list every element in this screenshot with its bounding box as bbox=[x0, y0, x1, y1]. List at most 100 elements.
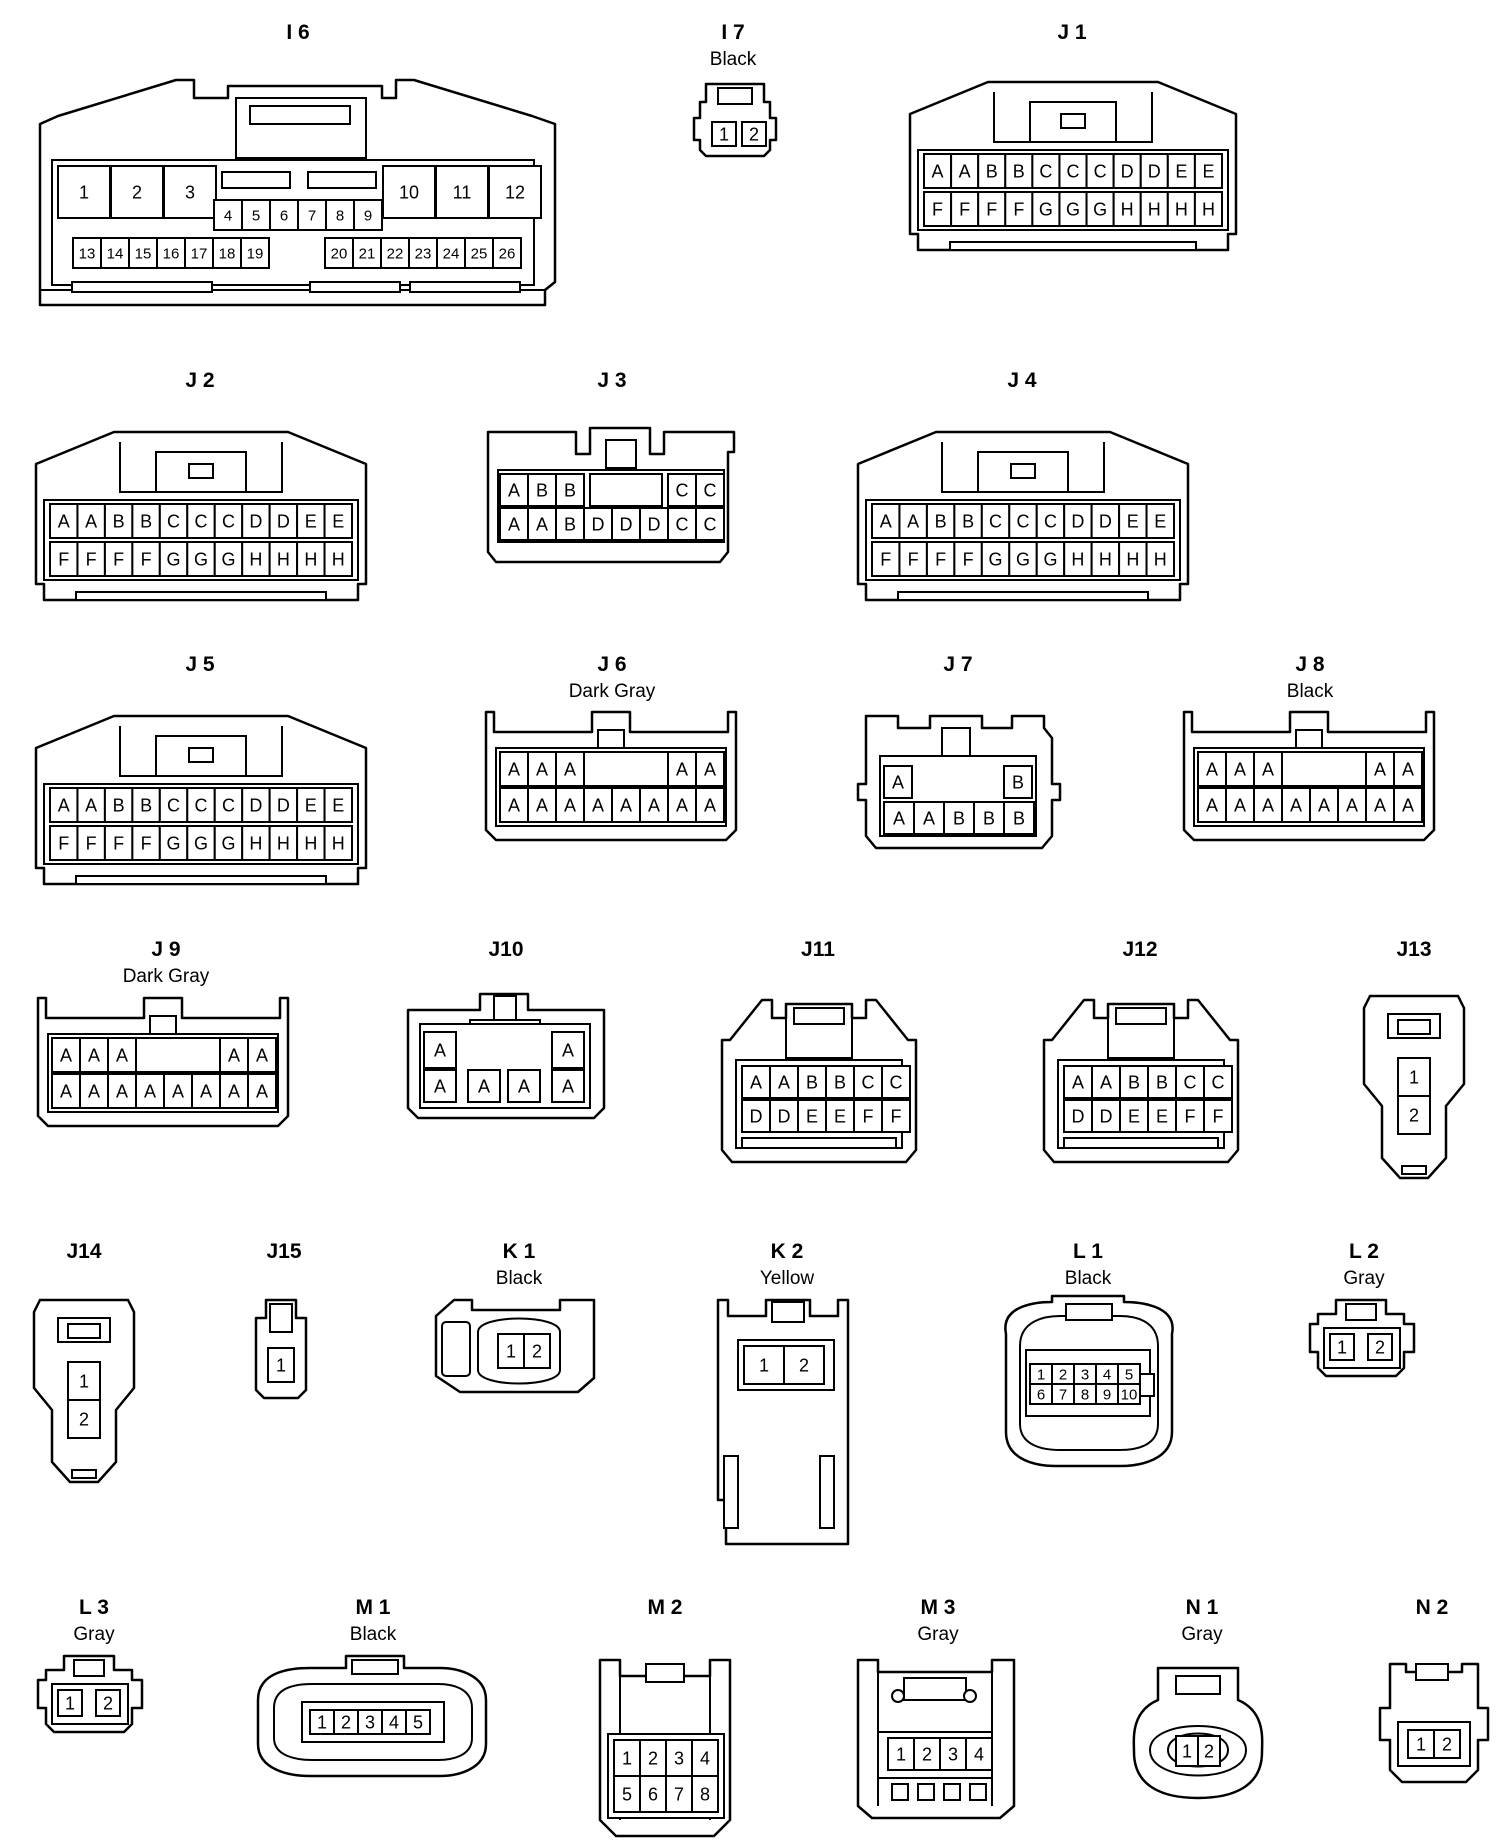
pin-cavity bbox=[667, 473, 697, 507]
pin-label: 1 bbox=[1037, 1367, 1045, 1384]
pin-label: 3 bbox=[1081, 1367, 1089, 1384]
pin-label: H bbox=[1175, 200, 1188, 220]
pin-cavity bbox=[241, 787, 271, 823]
pin-cavity bbox=[507, 1069, 541, 1103]
pin-label: 9 bbox=[364, 208, 372, 225]
pin-cavity bbox=[297, 199, 327, 231]
pin-label: C bbox=[195, 796, 208, 816]
pin-cavity bbox=[95, 1689, 121, 1717]
pin-cavity bbox=[353, 199, 383, 231]
pin-label: 23 bbox=[415, 246, 432, 263]
connector-title: K 2 bbox=[771, 1240, 804, 1263]
pin-label: F bbox=[86, 550, 97, 570]
pin-cavity bbox=[352, 237, 382, 269]
pin-cavity bbox=[423, 1069, 457, 1103]
pin-cavity bbox=[241, 541, 271, 577]
connector-title: M 3 bbox=[920, 1596, 955, 1619]
pin-cavity bbox=[158, 825, 189, 861]
pin-label: H bbox=[304, 550, 317, 570]
pin-cavity bbox=[881, 1099, 911, 1133]
pin-cavity bbox=[898, 503, 928, 539]
pin-label: C bbox=[1094, 162, 1107, 182]
pin-cavity bbox=[499, 751, 529, 787]
pin-cavity bbox=[695, 473, 725, 507]
pin-label: A bbox=[85, 512, 97, 532]
pin-cavity bbox=[883, 765, 913, 799]
pin-cavity bbox=[103, 787, 134, 823]
pin-label: 18 bbox=[219, 246, 236, 263]
pin-cavity bbox=[665, 1739, 693, 1777]
pin-cavity bbox=[488, 165, 542, 219]
pin-label: 8 bbox=[700, 1785, 710, 1805]
pin-label: F bbox=[113, 834, 124, 854]
pin-cavity bbox=[1393, 751, 1423, 787]
connector-title: M 2 bbox=[647, 1596, 682, 1619]
pin-label: A bbox=[1290, 796, 1302, 816]
pin-cavity bbox=[939, 1737, 967, 1771]
pin-label: 2 bbox=[132, 183, 142, 203]
pin-label: G bbox=[989, 550, 1003, 570]
pin-cavity bbox=[1063, 541, 1093, 577]
pin-cavity bbox=[1145, 503, 1175, 539]
pin-cavity bbox=[1175, 1065, 1205, 1099]
pin-label: F bbox=[58, 834, 69, 854]
pin-cavity bbox=[1090, 503, 1121, 539]
pin-label: F bbox=[963, 550, 974, 570]
pin-label: A bbox=[1346, 796, 1358, 816]
pin-cavity bbox=[163, 1073, 193, 1109]
pin-label: A bbox=[116, 1082, 128, 1102]
pin-label: 1 bbox=[79, 183, 89, 203]
pin-label: D bbox=[750, 1107, 763, 1127]
pin-label: 2 bbox=[648, 1749, 658, 1769]
pin-label: 1 bbox=[1416, 1735, 1426, 1755]
pin-cavity bbox=[913, 801, 945, 835]
pin-cavity bbox=[186, 825, 216, 861]
pin-cavity bbox=[527, 787, 557, 823]
pin-label: 6 bbox=[280, 208, 288, 225]
pin-cavity bbox=[551, 1031, 585, 1069]
connector-color-label: Gray bbox=[73, 1624, 115, 1645]
pin-cavity bbox=[1119, 1099, 1149, 1133]
pin-label: 4 bbox=[974, 1745, 984, 1765]
pin-cavity bbox=[965, 1737, 993, 1771]
pin-label: C bbox=[862, 1073, 875, 1093]
pin-label: E bbox=[834, 1107, 846, 1127]
pin-label: E bbox=[1127, 512, 1139, 532]
pin-label: 19 bbox=[247, 246, 264, 263]
connector-color-label: Dark Gray bbox=[569, 681, 656, 702]
pin-label: E bbox=[1202, 162, 1214, 182]
pin-label: 1 bbox=[79, 1372, 89, 1392]
pin-cavity bbox=[551, 1069, 585, 1103]
pin-label: A bbox=[58, 796, 70, 816]
pin-cavity bbox=[57, 1689, 83, 1717]
connector-title: J11 bbox=[801, 938, 835, 961]
pin-label: C bbox=[222, 796, 235, 816]
pin-label: 2 bbox=[341, 1713, 351, 1733]
pin-label: E bbox=[1175, 162, 1187, 182]
connector-color-label: Gray bbox=[917, 1624, 959, 1645]
pin-label: C bbox=[890, 1073, 903, 1093]
pin-label: 6 bbox=[648, 1785, 658, 1805]
pin-cavity bbox=[1091, 1065, 1121, 1099]
pin-label: G bbox=[1043, 550, 1057, 570]
pin-label: A bbox=[256, 1046, 268, 1066]
pin-label: A bbox=[1262, 796, 1274, 816]
pin-cavity bbox=[881, 1065, 911, 1099]
pin-label: A bbox=[1402, 760, 1414, 780]
pin-label: G bbox=[1039, 200, 1053, 220]
pin-label: C bbox=[1044, 512, 1057, 532]
pin-label: A bbox=[116, 1046, 128, 1066]
connector-title: L 3 bbox=[79, 1596, 109, 1619]
pin-label: 4 bbox=[389, 1713, 399, 1733]
pin-cavity bbox=[977, 153, 1007, 189]
pin-label: A bbox=[1234, 796, 1246, 816]
pin-label: F bbox=[932, 200, 943, 220]
pin-label: A bbox=[228, 1046, 240, 1066]
